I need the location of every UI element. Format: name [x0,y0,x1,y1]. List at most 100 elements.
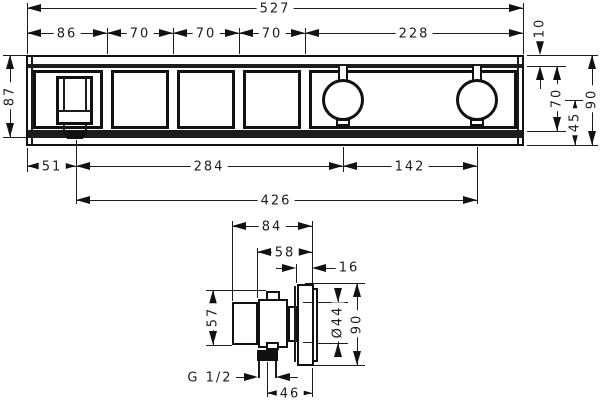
side-knob-edge [303,342,312,343]
arrowhead [244,373,258,381]
arrowhead [298,389,312,397]
extension-line [206,290,266,291]
arrowhead [76,196,90,204]
dimension-line [276,268,284,269]
arrowhead [267,389,281,397]
arrowhead [209,290,217,304]
dim-outlet-to-face: 46 [276,387,304,401]
dim-spout-to-first-knob: 284 [190,160,228,174]
arrowhead [509,4,523,12]
side-rough-block [232,302,258,345]
spout-nozzle [62,131,88,139]
extension-line [305,283,365,284]
arrowhead [553,66,561,80]
dim-knob-to-bottom: 45 [568,108,583,136]
dimension-line [540,80,541,89]
dim-knob-diameter: Ø44 [331,302,346,342]
extension-line [305,28,306,54]
extension-line [527,66,566,67]
dim-face-height: 70 [550,84,565,112]
arrowhead [159,29,173,37]
extension-line [477,147,478,204]
arrowhead [291,29,305,37]
extension-line [3,55,26,56]
arrowhead [27,4,41,12]
arrowhead [571,100,579,114]
spout-inner-line [85,79,87,112]
shelf-edge-line [28,64,522,68]
extension-line [173,28,174,54]
side-plate-flange [294,286,296,362]
spout-inner-line [63,79,65,112]
arrowhead [232,222,246,230]
arrowhead [298,222,312,230]
side-valve-body [258,299,288,348]
dim-spout-to-second-knob: 426 [257,194,295,208]
arrowhead [209,331,217,345]
arrowhead [27,29,41,37]
arrowhead [239,29,253,37]
knob-right[interactable] [456,79,498,121]
dim-module-2: 70 [126,27,154,41]
arrowhead [107,29,121,37]
dim-height-right: 90 [585,85,600,113]
dimension-line [290,377,298,378]
spout-inner-line [59,110,91,112]
extension-line [296,264,297,283]
dim-module-1: 86 [53,27,81,41]
body-inner-edge-right [517,57,519,144]
arrowhead [62,162,76,170]
arrowhead [463,196,477,204]
arrowhead [353,351,361,365]
extension-line [312,221,313,283]
arrowhead [225,29,239,37]
arrowhead [353,283,361,297]
dim-spout-offset: 51 [38,160,66,174]
arrowhead [6,55,14,69]
extension-line [232,221,233,301]
arrowhead [93,29,107,37]
knob-left[interactable] [322,79,364,121]
side-outlet-pipe-line [258,361,260,378]
extension-line [206,345,232,346]
arrowhead [588,131,596,145]
arrowhead [173,29,187,37]
arrowhead [334,288,342,302]
arrowhead [588,55,596,69]
spout-body [56,76,93,125]
dimension-line [27,166,477,167]
dim-body-height: 57 [206,303,221,331]
arrowhead [76,162,90,170]
bottom-band [28,130,522,138]
dim-plate-height: 90 [350,310,365,338]
arrowhead [343,162,357,170]
arrowhead [6,123,14,137]
spout-neck-line [63,125,65,132]
arrowhead [298,248,312,256]
dim-escutcheon-depth: 16 [335,261,363,275]
dim-module-4: 70 [258,27,286,41]
spout-neck-line [85,125,87,132]
arrowhead [257,248,271,256]
dim-module-5: 228 [395,27,433,41]
thread-label: G 1/2 [184,371,236,385]
arrowhead [329,162,343,170]
arrowhead [334,343,342,357]
body-inner-edge-left [31,57,33,144]
extension-line [239,28,240,54]
side-connector [288,306,297,342]
dim-ledge-depth: 10 [533,14,548,42]
arrowhead [27,162,41,170]
dim-total-width: 527 [256,2,294,16]
side-outlet-thread [257,350,278,361]
arrowhead [312,264,326,272]
extension-line [316,302,348,303]
arrowhead [536,66,544,80]
extension-line [305,365,365,366]
knob-right-top-tab [472,66,482,80]
arrowhead [536,41,544,55]
extension-line [107,28,108,54]
dim-total-depth: 84 [258,220,286,234]
dim-front-depth: 58 [271,246,299,260]
